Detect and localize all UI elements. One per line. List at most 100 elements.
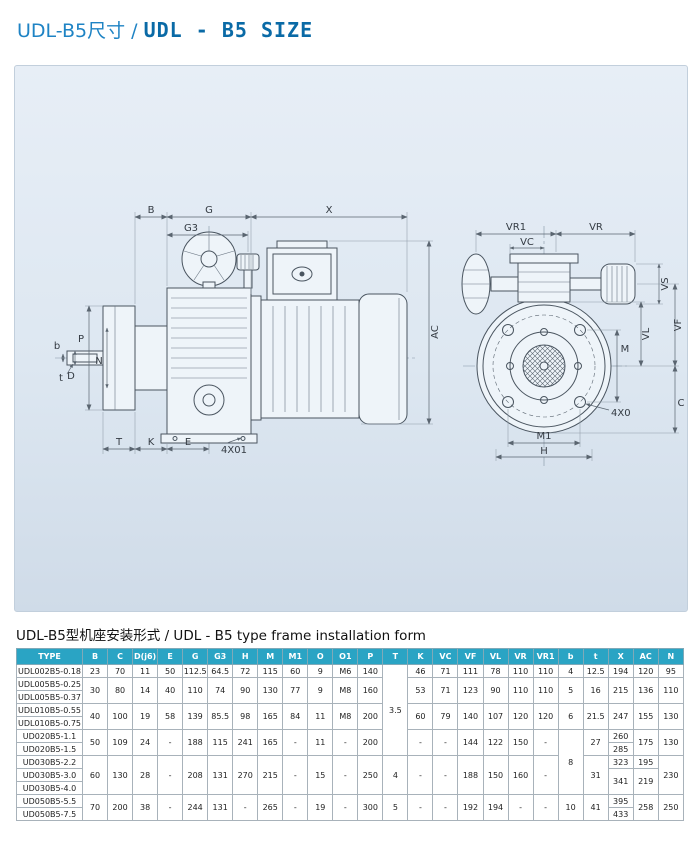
table-cell: 14 bbox=[132, 677, 159, 704]
table-cell: - bbox=[157, 794, 184, 821]
dim-label-g: G bbox=[205, 205, 213, 216]
table-cell: UDL005B5-0.25 bbox=[16, 677, 83, 691]
column-header: AC bbox=[632, 648, 659, 665]
column-header: O1 bbox=[332, 648, 359, 665]
table-cell: 5 bbox=[557, 677, 584, 704]
table-cell: 130 bbox=[657, 729, 685, 756]
table-cell: 85.5 bbox=[207, 703, 234, 730]
dim-label-m1: M1 bbox=[537, 431, 552, 442]
table-cell: 11 bbox=[307, 703, 334, 730]
table-cell: 60 bbox=[407, 703, 434, 730]
table-cell: 4 bbox=[382, 755, 409, 795]
dim-label-k: K bbox=[148, 437, 155, 448]
table-cell: 131 bbox=[207, 794, 234, 821]
table-cell: 11 bbox=[307, 729, 334, 756]
column-header: TYPE bbox=[16, 648, 83, 665]
table-cell: 120 bbox=[632, 664, 659, 678]
table-cell: 80 bbox=[107, 677, 134, 704]
table-cell: 194 bbox=[482, 794, 509, 821]
column-header: C bbox=[107, 648, 134, 665]
table-cell: - bbox=[282, 794, 309, 821]
table-cell: 260 bbox=[607, 729, 634, 743]
table-cell: 265 bbox=[257, 794, 284, 821]
table-cell: M8 bbox=[332, 677, 359, 704]
table-cell: 40 bbox=[157, 677, 184, 704]
table-cell: 50 bbox=[81, 729, 109, 756]
table-cell: 112.5 bbox=[182, 664, 209, 678]
side-view-drawing: B G X G3 AC T K E bbox=[54, 205, 441, 456]
table-cell: 12.5 bbox=[582, 664, 609, 678]
page-title-separator: / bbox=[125, 20, 144, 42]
table-cell: 188 bbox=[457, 755, 484, 795]
table-cell: 244 bbox=[182, 794, 209, 821]
dim-label-n: N bbox=[95, 356, 102, 367]
table-cell: - bbox=[282, 729, 309, 756]
dim-label-vf: VF bbox=[673, 318, 684, 331]
dim-label-key-t: t bbox=[59, 373, 63, 384]
table-cell: 241 bbox=[232, 729, 259, 756]
table-cell: 15 bbox=[307, 755, 334, 795]
table-cell: 120 bbox=[532, 703, 559, 730]
table-cell: 165 bbox=[257, 729, 284, 756]
column-header: G bbox=[182, 648, 209, 665]
column-header: E bbox=[157, 648, 184, 665]
table-cell: UDL010B5-0.75 bbox=[16, 716, 83, 730]
table-cell: 195 bbox=[632, 755, 659, 769]
column-header: M1 bbox=[282, 648, 309, 665]
table-cell: - bbox=[532, 755, 559, 795]
table-cell: 200 bbox=[107, 794, 134, 821]
table-cell: - bbox=[432, 729, 459, 756]
table-cell: 110 bbox=[532, 664, 559, 678]
table-cell: 155 bbox=[632, 703, 659, 730]
table-cell: 8 bbox=[557, 729, 584, 795]
bolt-hole bbox=[574, 324, 586, 336]
column-header: VF bbox=[457, 648, 484, 665]
table-cell: 215 bbox=[607, 677, 634, 704]
table-cell: 24 bbox=[132, 729, 159, 756]
table-cell: - bbox=[332, 755, 359, 795]
column-header: t bbox=[582, 648, 609, 665]
table-cell: 19 bbox=[132, 703, 159, 730]
table-cell: 433 bbox=[607, 807, 634, 821]
table-cell: M8 bbox=[332, 703, 359, 730]
table-cell: 258 bbox=[632, 794, 659, 821]
table-cell: 140 bbox=[457, 703, 484, 730]
table-cell: - bbox=[532, 729, 559, 756]
table-cell: 9 bbox=[307, 677, 334, 704]
table-cell: 110 bbox=[507, 677, 534, 704]
table-cell: 21.5 bbox=[582, 703, 609, 730]
table-cell: 90 bbox=[232, 677, 259, 704]
table-cell: 41 bbox=[582, 794, 609, 821]
dim-label-h: H bbox=[540, 446, 548, 457]
table-cell: - bbox=[332, 794, 359, 821]
table-cell: 140 bbox=[357, 664, 384, 678]
table-cell: 79 bbox=[432, 703, 459, 730]
column-header: VL bbox=[482, 648, 509, 665]
table-cell: 60 bbox=[81, 755, 109, 795]
table-cell: UD020B5-1.1 bbox=[16, 729, 83, 743]
table-cell: 74 bbox=[207, 677, 234, 704]
table-cell: 130 bbox=[257, 677, 284, 704]
variator-control bbox=[461, 253, 636, 315]
gearbox-foot bbox=[160, 433, 258, 444]
table-cell: 250 bbox=[357, 755, 384, 795]
dim-label-vc: VC bbox=[520, 237, 534, 248]
table-cell: 58 bbox=[157, 703, 184, 730]
table-cell: 110 bbox=[182, 677, 209, 704]
table-cell: 131 bbox=[207, 755, 234, 795]
column-header: b bbox=[557, 648, 584, 665]
table-cell: - bbox=[507, 794, 534, 821]
table-cell: 219 bbox=[632, 768, 659, 795]
table-row: UDL010B5-0.75 bbox=[16, 716, 684, 730]
dim-label-e: E bbox=[185, 437, 191, 448]
table-cell: 110 bbox=[657, 677, 685, 704]
dim-label-4x0: 4X0 bbox=[611, 408, 631, 419]
table-cell: 395 bbox=[607, 794, 634, 808]
table-cell: 247 bbox=[607, 703, 634, 730]
table-cell: 341 bbox=[607, 768, 634, 795]
